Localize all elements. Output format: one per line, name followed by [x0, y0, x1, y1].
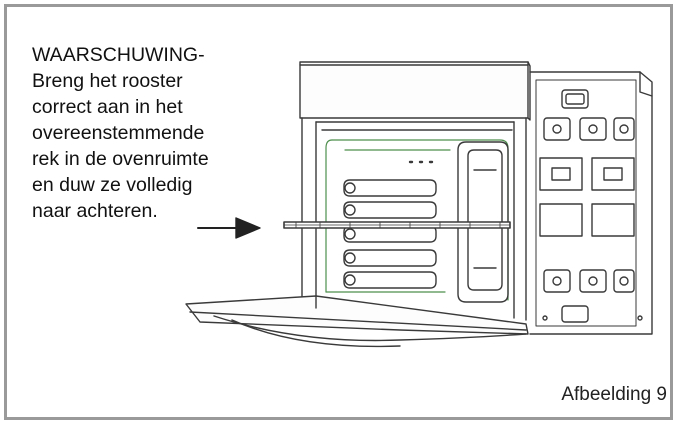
warning-text: WAARSCHUWING- Breng het rooster correct …	[32, 42, 292, 224]
warning-line-2: Breng het rooster	[32, 70, 183, 92]
warning-line-7: naar achteren.	[32, 200, 158, 222]
convection-panel	[457, 141, 509, 303]
oven-side-panel	[529, 71, 653, 335]
warning-line-4: overeenstemmende	[32, 122, 205, 144]
warning-line-5: rek in de ovenruimte	[32, 148, 209, 170]
oven-cavity-frame	[301, 117, 527, 321]
arrow-right-icon	[197, 217, 261, 239]
oven-door	[185, 295, 529, 348]
warning-line-1: WAARSCHUWING-	[32, 44, 205, 66]
warning-line-3: correct aan in het	[32, 96, 183, 118]
wire-rack	[283, 221, 511, 229]
oven-top-panel	[299, 61, 531, 121]
warning-line-6: en duw ze volledig	[32, 174, 193, 196]
figure-caption: Afbeelding 9	[561, 384, 667, 405]
